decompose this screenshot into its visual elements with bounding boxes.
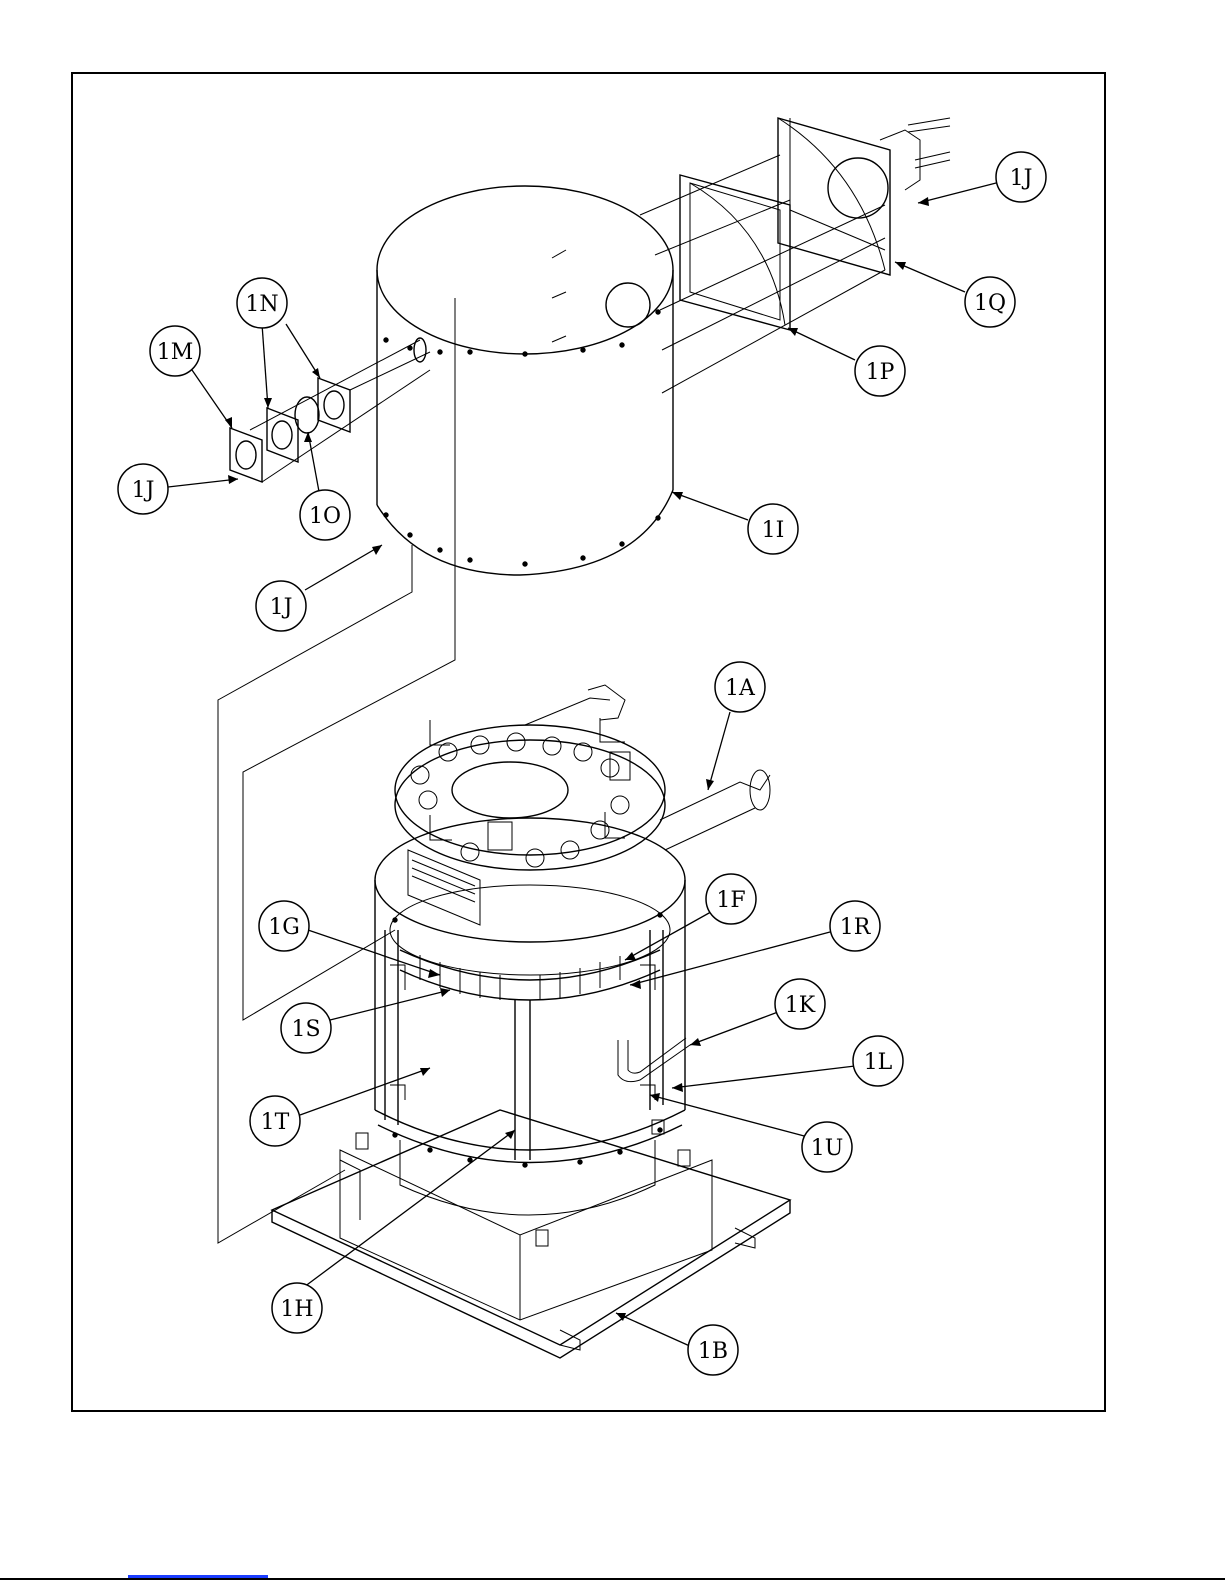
svg-text:1J: 1J: [270, 595, 293, 620]
callout-1H: 1H: [272, 1283, 322, 1333]
callout-1J-top: 1J: [996, 152, 1046, 202]
drawing-frame: [72, 73, 1105, 1411]
duct-adapter-1Q: [778, 118, 950, 275]
svg-text:1T: 1T: [261, 1110, 290, 1135]
gasket-1P: [680, 175, 790, 330]
callout-1S: 1S: [281, 1003, 331, 1053]
callout-1A: 1A: [715, 662, 765, 712]
outer-shell-1I: [377, 186, 673, 575]
callout-1R: 1R: [830, 901, 880, 951]
callout-1B: 1B: [688, 1325, 738, 1375]
svg-text:1M: 1M: [157, 340, 194, 365]
svg-text:1U: 1U: [811, 1136, 844, 1161]
callout-1J-mid: 1J: [256, 581, 306, 631]
svg-text:1A: 1A: [725, 676, 756, 701]
svg-text:1H: 1H: [280, 1297, 313, 1322]
callout-1O: 1O: [300, 490, 350, 540]
flange-plate-1M: [230, 428, 262, 482]
svg-text:1R: 1R: [840, 915, 872, 940]
callout-1K: 1K: [775, 979, 825, 1029]
callout-1Q: 1Q: [965, 277, 1015, 327]
assembly-path-lines: [218, 545, 455, 1243]
svg-text:1J: 1J: [132, 478, 155, 503]
svg-text:1B: 1B: [698, 1339, 728, 1364]
flange-guide-lines: [250, 340, 430, 482]
callout-1M: 1M: [150, 326, 200, 376]
flange-plate-1N-b: [318, 378, 350, 432]
svg-text:1O: 1O: [309, 504, 341, 529]
svg-text:1N: 1N: [245, 292, 278, 317]
svg-text:1S: 1S: [291, 1017, 320, 1042]
callout-1T: 1T: [250, 1096, 300, 1146]
callout-1F: 1F: [706, 874, 756, 924]
svg-text:1Q: 1Q: [974, 291, 1006, 316]
transformer-core-assembly: [375, 685, 770, 1215]
svg-text:1L: 1L: [864, 1050, 893, 1075]
mounting-base-1B: [272, 1110, 790, 1358]
callout-1L: 1L: [853, 1036, 903, 1086]
callout-1I: 1I: [748, 504, 798, 554]
callout-1G: 1G: [259, 901, 309, 951]
callout-1P: 1P: [855, 346, 905, 396]
svg-text:1G: 1G: [268, 915, 300, 940]
callout-1N: 1N: [237, 278, 287, 328]
gasket-ring-1O: [295, 397, 319, 433]
svg-text:1J: 1J: [1010, 166, 1033, 191]
svg-text:1I: 1I: [762, 518, 785, 543]
svg-text:1F: 1F: [716, 888, 745, 913]
svg-text:1P: 1P: [866, 360, 895, 385]
footer-link-underline[interactable]: [128, 1575, 268, 1578]
page-bottom-rule: [0, 1578, 1225, 1580]
svg-text:1K: 1K: [785, 993, 816, 1018]
callout-1U: 1U: [802, 1122, 852, 1172]
callout-1J-left: 1J: [118, 464, 168, 514]
flange-plate-1N-a: [267, 408, 298, 462]
